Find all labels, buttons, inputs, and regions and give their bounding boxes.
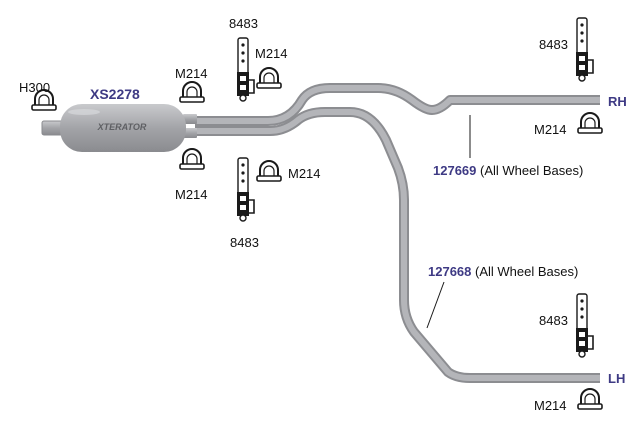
pipe-lh	[195, 107, 600, 383]
muffler-brand-mark: XTERATOR	[97, 122, 147, 132]
label-clamp-lower: M214	[175, 187, 208, 202]
label-hanger-lh: 8483	[539, 313, 568, 328]
label-clamp-front: H300	[19, 80, 51, 95]
hanger-lower-icon	[236, 157, 255, 222]
clamp-rh-icon	[577, 112, 603, 134]
label-clamp-hanger-upper: M214	[255, 46, 288, 61]
label-clamp-hanger-lower: M214	[288, 166, 321, 181]
label-hanger-rh: 8483	[539, 37, 568, 52]
leader-line-lh	[426, 281, 445, 329]
label-clamp-rh: M214	[534, 122, 567, 137]
label-side-rh: RH	[608, 94, 627, 109]
clamp-hanger-lower-icon	[256, 160, 282, 182]
label-hanger-upper: 8483	[229, 16, 258, 31]
label-pipe-lh: 127668 (All Wheel Bases)	[428, 264, 578, 279]
pipe-lh-part-number: 127668	[428, 264, 472, 279]
pipe-rh-part-number: 127669	[433, 163, 477, 178]
label-hanger-lower: 8483	[230, 235, 259, 250]
label-pipe-rh: 127669 (All Wheel Bases)	[433, 163, 583, 178]
hanger-upper-icon	[236, 37, 255, 102]
label-clamp-lh: M214	[534, 398, 567, 413]
hanger-rh-icon	[575, 17, 594, 82]
clamp-lower-icon	[179, 148, 205, 170]
pipe-rh	[195, 83, 600, 126]
label-clamp-upper: M214	[175, 66, 208, 81]
label-muffler-part: XS2278	[90, 86, 140, 102]
clamp-lh-icon	[577, 388, 603, 410]
label-side-lh: LH	[608, 371, 626, 386]
muffler: XTERATOR	[41, 104, 197, 152]
clamp-hanger-upper-icon	[256, 67, 282, 89]
pipe-rh-note: (All Wheel Bases)	[480, 163, 584, 178]
pipe-lh-note: (All Wheel Bases)	[475, 264, 579, 279]
hanger-lh-icon	[575, 293, 594, 358]
clamp-upper-icon	[179, 81, 205, 103]
